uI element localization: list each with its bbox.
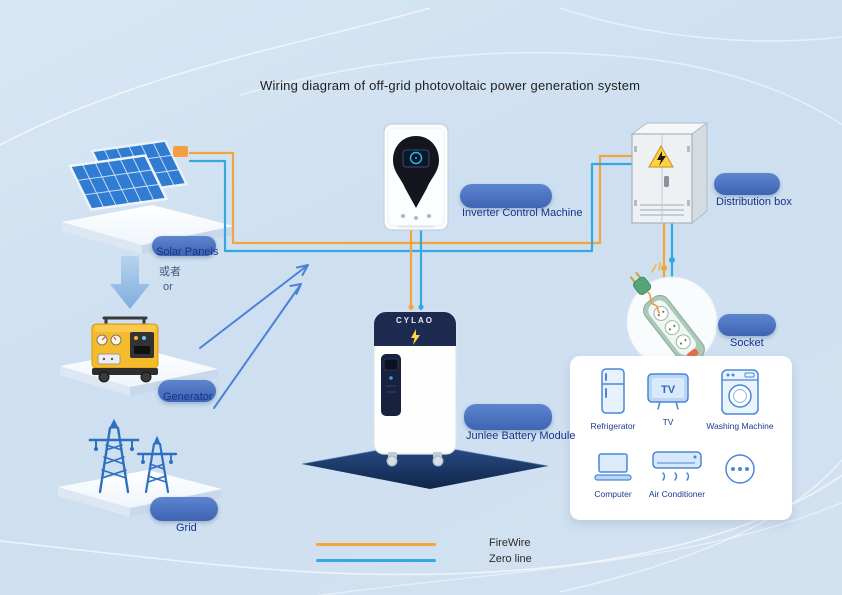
inverter-label: Inverter Control Machine — [462, 207, 583, 219]
source-pointer-arrows — [199, 264, 309, 409]
generator-label: Generator — [163, 391, 213, 403]
computer-icon — [594, 453, 632, 481]
appliance-more — [718, 452, 762, 486]
battery-brand-text: CYLAO — [396, 316, 434, 325]
distribution-box-label: Distribution box — [716, 196, 792, 208]
refrigerator-label: Refrigerator — [590, 421, 636, 431]
appliance-refrigerator: Refrigerator — [580, 368, 646, 431]
distribution-box-pill — [714, 173, 780, 195]
battery-label: Junlee Battery Module — [466, 430, 576, 442]
legend-firewire-line — [316, 543, 436, 546]
computer-label: Computer — [594, 489, 632, 499]
tv-label: TV — [662, 417, 674, 427]
wire-connection-dots — [408, 257, 675, 310]
grid-pill — [150, 497, 218, 521]
battery-pill — [464, 404, 552, 430]
battery-lightning-icon — [411, 329, 420, 345]
or-label-zh: 或者 — [159, 266, 181, 278]
diagram-title: Wiring diagram of off-grid photovoltaic … — [260, 78, 641, 93]
appliance-air-conditioner: Air Conditioner — [640, 450, 714, 499]
or-label-en: or — [163, 281, 173, 293]
solar-junction-box — [173, 146, 188, 157]
appliance-washing-machine: Washing Machine — [700, 368, 780, 431]
generator-illustration — [91, 316, 159, 383]
legend-zeroline-label: Zero line — [489, 553, 532, 565]
air-conditioner-label: Air Conditioner — [648, 489, 706, 499]
solar-panels-label: Solar Panels — [156, 246, 219, 258]
more-appliances-icon — [725, 454, 755, 484]
socket-label: Socket — [730, 337, 764, 349]
grid-towers-illustration — [88, 418, 178, 494]
appliances-panel: Refrigerator TV TV Washing Machine Compu… — [570, 356, 792, 520]
solar-panels-illustration — [68, 139, 189, 211]
washing-machine-icon — [721, 369, 759, 415]
legend-firewire-label: FireWire — [489, 537, 531, 549]
air-conditioner-icon — [652, 451, 702, 481]
appliance-computer: Computer — [580, 452, 646, 499]
zeroline-solar-to-distribution — [188, 159, 635, 253]
refrigerator-icon — [601, 368, 625, 414]
inverter-illustration — [383, 123, 449, 231]
inverter-pill — [460, 184, 552, 208]
washing-machine-label: Washing Machine — [706, 421, 774, 431]
or-down-arrow — [110, 256, 150, 309]
plug-icon — [630, 272, 661, 314]
distribution-box-illustration — [630, 122, 709, 225]
socket-illustration — [626, 262, 718, 368]
appliance-tv: TV TV — [642, 372, 694, 427]
firewire-solar-to-distribution — [188, 151, 635, 245]
grid-label: Grid — [176, 522, 197, 534]
legend-zeroline-line — [316, 559, 436, 562]
generator-pill — [158, 380, 216, 402]
tv-screen-text: TV — [661, 384, 676, 396]
solar-panels-pill — [152, 236, 216, 256]
tv-icon: TV — [647, 373, 689, 410]
socket-pill — [718, 314, 776, 336]
battery-module-illustration — [373, 311, 457, 467]
